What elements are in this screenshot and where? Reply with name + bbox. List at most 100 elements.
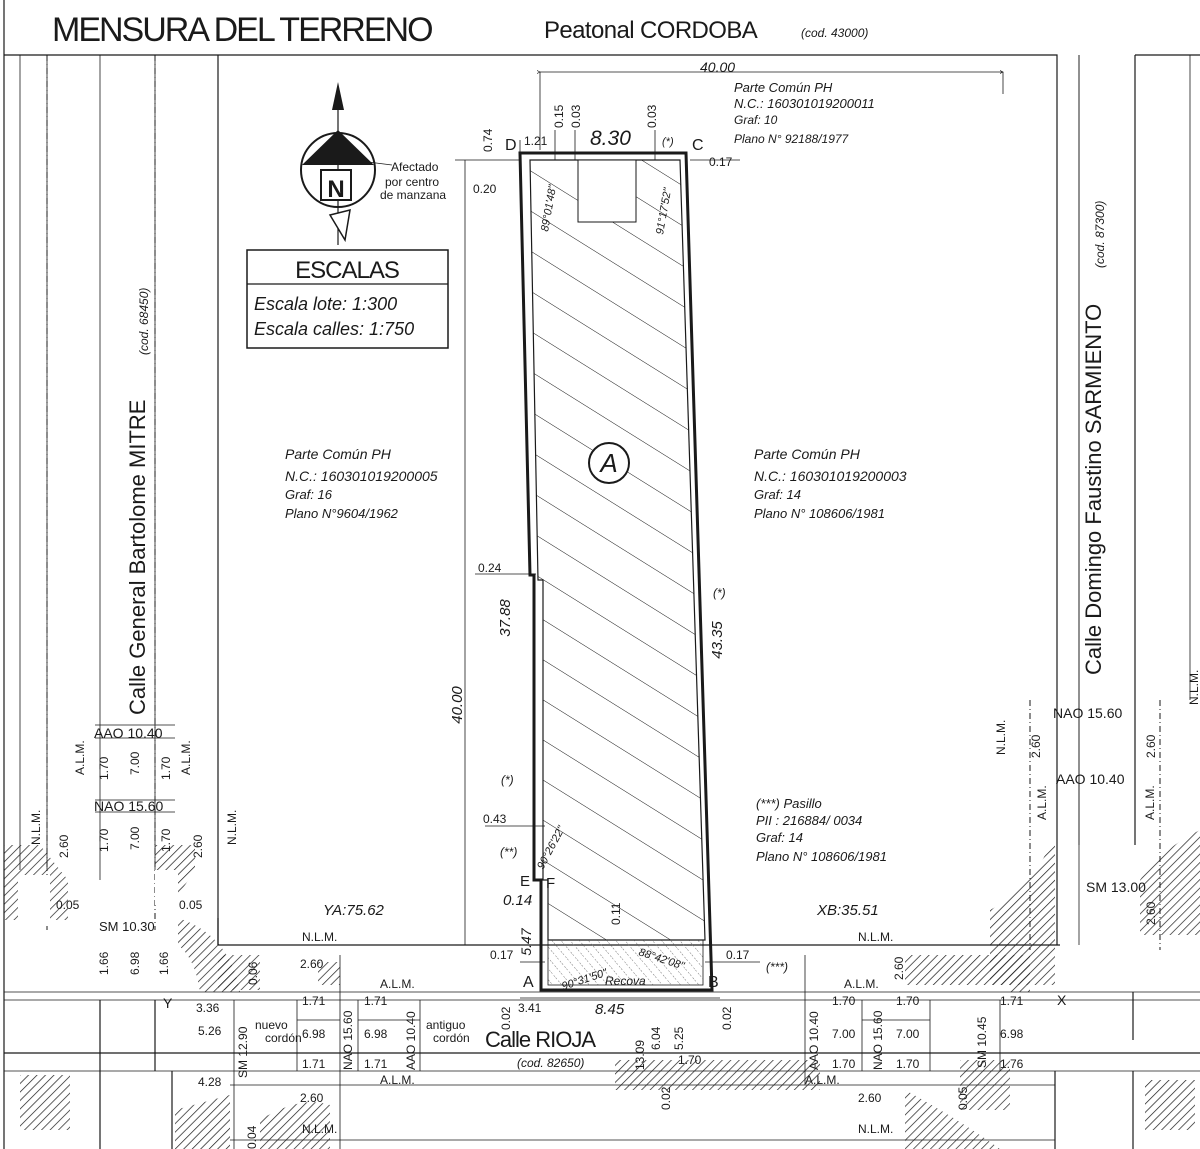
dim-171-c: 1.71 <box>364 994 388 1008</box>
cordon-label-1: cordón <box>265 1031 302 1045</box>
compass-note-1: Afectado <box>391 160 439 174</box>
nlm-left-1: N.L.M. <box>29 810 43 845</box>
dim-526: 5.26 <box>198 1024 222 1038</box>
compass-note-3: de manzana <box>380 188 446 202</box>
aao-right: AAO 10.40 <box>1056 771 1125 787</box>
lot-label: A <box>598 448 617 478</box>
vertex-y: Y <box>163 995 173 1011</box>
header: MENSURA DEL TERRENO Peatonal CORDOBA (co… <box>52 11 868 49</box>
dim-170-h: 1.70 <box>896 994 920 1008</box>
sarmiento-dims: NAO 15.60 AAO 10.40 SM 13.00 N.L.M. N.L.… <box>994 670 1200 925</box>
street-mitre-code: (cod. 68450) <box>137 288 151 355</box>
parcel-left-4: Plano N°9604/1962 <box>285 506 399 521</box>
lot-a: A <box>518 151 714 992</box>
nlm-bottom-4: N.L.M. <box>858 1122 893 1136</box>
parcel-left-3: Graf: 16 <box>285 487 333 502</box>
dim-005-b: 0.05 <box>179 898 203 912</box>
dim-right-side: 43.35 <box>709 621 726 659</box>
nao-left: NAO 15.60 <box>94 798 163 814</box>
dim-260-g: 2.60 <box>300 1091 324 1105</box>
dim-698-b: 6.98 <box>302 1027 326 1041</box>
sm-1290: SM 12.90 <box>236 1026 250 1078</box>
dimension-lines <box>455 72 1003 999</box>
dim-left-side: 37.88 <box>497 599 514 637</box>
off-003a: 0.03 <box>569 104 583 128</box>
parcel-pasillo: (***) Pasillo PII : 216884/ 0034 Graf: 1… <box>756 796 887 864</box>
dim-170-e: 1.70 <box>678 1053 702 1067</box>
dim-341: 3.41 <box>518 1001 542 1015</box>
off-017-b: 0.17 <box>726 948 750 962</box>
alm-left-2: A.L.M. <box>179 740 193 775</box>
street-rioja: Calle RIOJA <box>485 1027 596 1052</box>
alm-bottom-1: A.L.M. <box>380 977 415 991</box>
vertex-d: D <box>505 137 517 154</box>
off-017-top: 0.17 <box>709 155 733 169</box>
note-star3: (***) <box>766 960 788 974</box>
dim-260-i: 2.60 <box>892 956 906 980</box>
dim-171-e: 1.71 <box>1000 994 1024 1008</box>
alm-left-1: A.L.M. <box>73 740 87 775</box>
rioja-dims: N.L.M. N.L.M. N.L.M. N.L.M. A.L.M. A.L.M… <box>196 930 1024 1149</box>
pasillo-3: Graf: 14 <box>756 830 803 845</box>
nlm-left-2: N.L.M. <box>225 810 239 845</box>
dim-260-d: 2.60 <box>1144 734 1158 758</box>
parcel-left-1: Parte Común PH <box>285 446 392 462</box>
street-sarmiento-code: (cod. 87300) <box>1093 201 1107 268</box>
aao-bottom-right: AAO 10.40 <box>807 1011 821 1070</box>
off-015: 0.15 <box>552 104 566 128</box>
street-rioja-code: (cod. 82650) <box>517 1056 584 1070</box>
street-sarmiento: Calle Domingo Faustino SARMIENTO <box>1081 304 1106 675</box>
parcel-left-2: N.C.: 160301019200005 <box>285 468 438 484</box>
dim-176: 1.76 <box>1000 1057 1024 1071</box>
vertex-f: F <box>546 875 555 892</box>
scales-title: ESCALAS <box>295 257 399 284</box>
dim-002-b: 0.02 <box>720 1006 734 1030</box>
dim-006: 0.06 <box>246 961 260 985</box>
antiguo-label: antiguo <box>426 1018 466 1032</box>
dim-700-d: 7.00 <box>896 1027 920 1041</box>
dim-260-h: 2.60 <box>858 1091 882 1105</box>
nao-bottom-left: NAO 15.60 <box>341 1010 355 1070</box>
alm-bottom-3: A.L.M. <box>380 1073 415 1087</box>
nlm-bottom-3: N.L.M. <box>302 1122 337 1136</box>
scale-lot: Escala lote: 1:300 <box>254 294 397 314</box>
dim-260-a: 2.60 <box>57 834 71 858</box>
dim-front: 8.45 <box>595 1001 625 1018</box>
off-043: 0.43 <box>483 812 507 826</box>
dim-170-d: 1.70 <box>159 828 173 852</box>
nao-bottom-right: NAO 15.60 <box>871 1010 885 1070</box>
off-121: 1.21 <box>524 134 548 148</box>
pasillo-4: Plano N° 108606/1981 <box>756 849 887 864</box>
parcel-top: Parte Común PH N.C.: 160301019200011 Gra… <box>734 80 875 146</box>
mitre-dims: AAO 10.40 NAO 15.60 SM 10.30 A.L.M. A.L.… <box>29 725 239 975</box>
compass-note-2: por centro <box>385 175 439 189</box>
dim-700-b: 7.00 <box>128 826 142 850</box>
nao-right: NAO 15.60 <box>1053 705 1122 721</box>
recova-label: Recova <box>605 974 646 988</box>
off-024: 0.24 <box>478 561 502 575</box>
dim-1309: 13.09 <box>633 1040 647 1070</box>
north-letter: N <box>327 176 344 203</box>
dim-166-a: 1.66 <box>97 951 111 975</box>
street-mitre: Calle General Bartolome MITRE <box>125 400 150 715</box>
north-arrow-icon <box>332 82 344 110</box>
dim-604: 6.04 <box>649 1026 663 1050</box>
parcel-top-1: Parte Común PH <box>734 80 833 95</box>
header-street: Peatonal CORDOBA <box>544 17 758 44</box>
vertex-a: A <box>523 974 534 991</box>
dim-166-b: 1.66 <box>157 951 171 975</box>
off-017-a: 0.17 <box>490 948 514 962</box>
lot-label-circle <box>588 442 630 484</box>
alm-bottom-4: A.L.M. <box>805 1073 840 1087</box>
alm-right-1: A.L.M. <box>1035 785 1049 820</box>
vertex-c: C <box>692 137 704 154</box>
parcel-right: Parte Común PH N.C.: 160301019200003 Gra… <box>754 446 907 521</box>
off-011: 0.11 <box>609 902 623 925</box>
parcel-left: Parte Común PH N.C.: 160301019200005 Gra… <box>285 446 438 521</box>
dim-698-c: 6.98 <box>364 1027 388 1041</box>
header-street-code: (cod. 43000) <box>801 26 868 40</box>
aao-bottom-left: AAO 10.40 <box>404 1011 418 1070</box>
off-003b: 0.03 <box>645 104 659 128</box>
parcel-right-1: Parte Común PH <box>754 446 861 462</box>
